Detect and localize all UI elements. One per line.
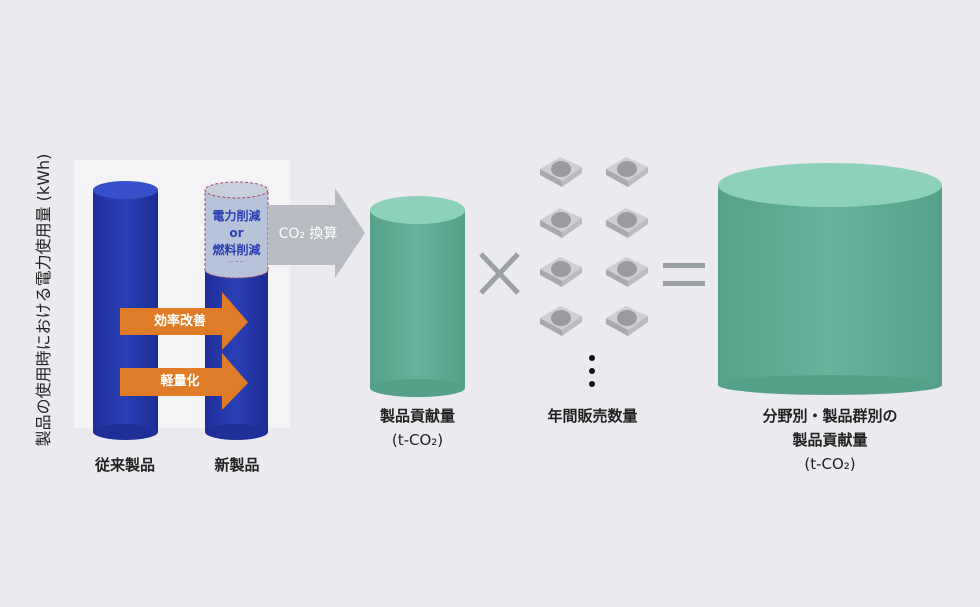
ellipsis-dots: [589, 355, 595, 387]
reduction-label: 電力削減 or 燃料削減: [205, 208, 268, 259]
product-contribution-label: 製品貢献量 (t-CO₂): [355, 404, 480, 452]
y-axis-label: 製品の使用時における電力使用量 (kWh): [34, 153, 53, 447]
lightweight-label: 軽量化: [160, 374, 200, 389]
conventional-label: 従来製品: [94, 456, 155, 474]
new-product-cylinder: [204, 181, 269, 440]
co2-conversion-label: CO₂ 換算: [278, 226, 338, 242]
product-contribution-line1: 製品貢献量: [379, 407, 455, 425]
new-product-label: 新製品: [214, 456, 260, 474]
annual-sales-label: 年間販売数量: [547, 407, 638, 425]
product-contribution-line2: (t-CO₂): [391, 431, 444, 449]
total-cylinder: [718, 163, 942, 395]
efficiency-label: 効率改善: [153, 314, 206, 329]
equals-icon: [663, 263, 705, 286]
product-contribution-cylinder: [370, 196, 465, 397]
reduction-line1: 電力削減: [212, 209, 261, 223]
efficiency-arrow: [120, 292, 248, 350]
co2-arrow: [268, 188, 365, 278]
multiply-icon: [479, 252, 520, 295]
total-line2: 製品貢献量: [792, 431, 868, 449]
chip-grid: [540, 157, 648, 336]
total-line3: (t-CO₂): [804, 455, 856, 473]
reduction-line2: or: [229, 226, 244, 240]
total-line1: 分野別・製品群別の: [762, 407, 898, 425]
lightweight-arrow: [120, 353, 248, 410]
reduction-line3: 燃料削減: [212, 243, 261, 257]
total-label: 分野別・製品群別の 製品貢献量 (t-CO₂): [730, 404, 930, 476]
